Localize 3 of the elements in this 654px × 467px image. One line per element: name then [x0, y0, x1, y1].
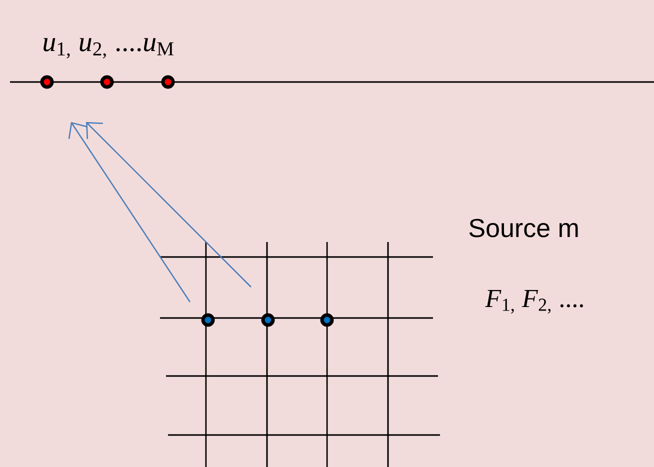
formula-label: F$_{1,}$ F$_{2,}$ ....	[485, 290, 583, 314]
text-label: Source m	[469, 218, 578, 238]
formula-label: u$_{1,}$ u$_{2,}$ ....u$_{M}$	[44, 38, 174, 58]
